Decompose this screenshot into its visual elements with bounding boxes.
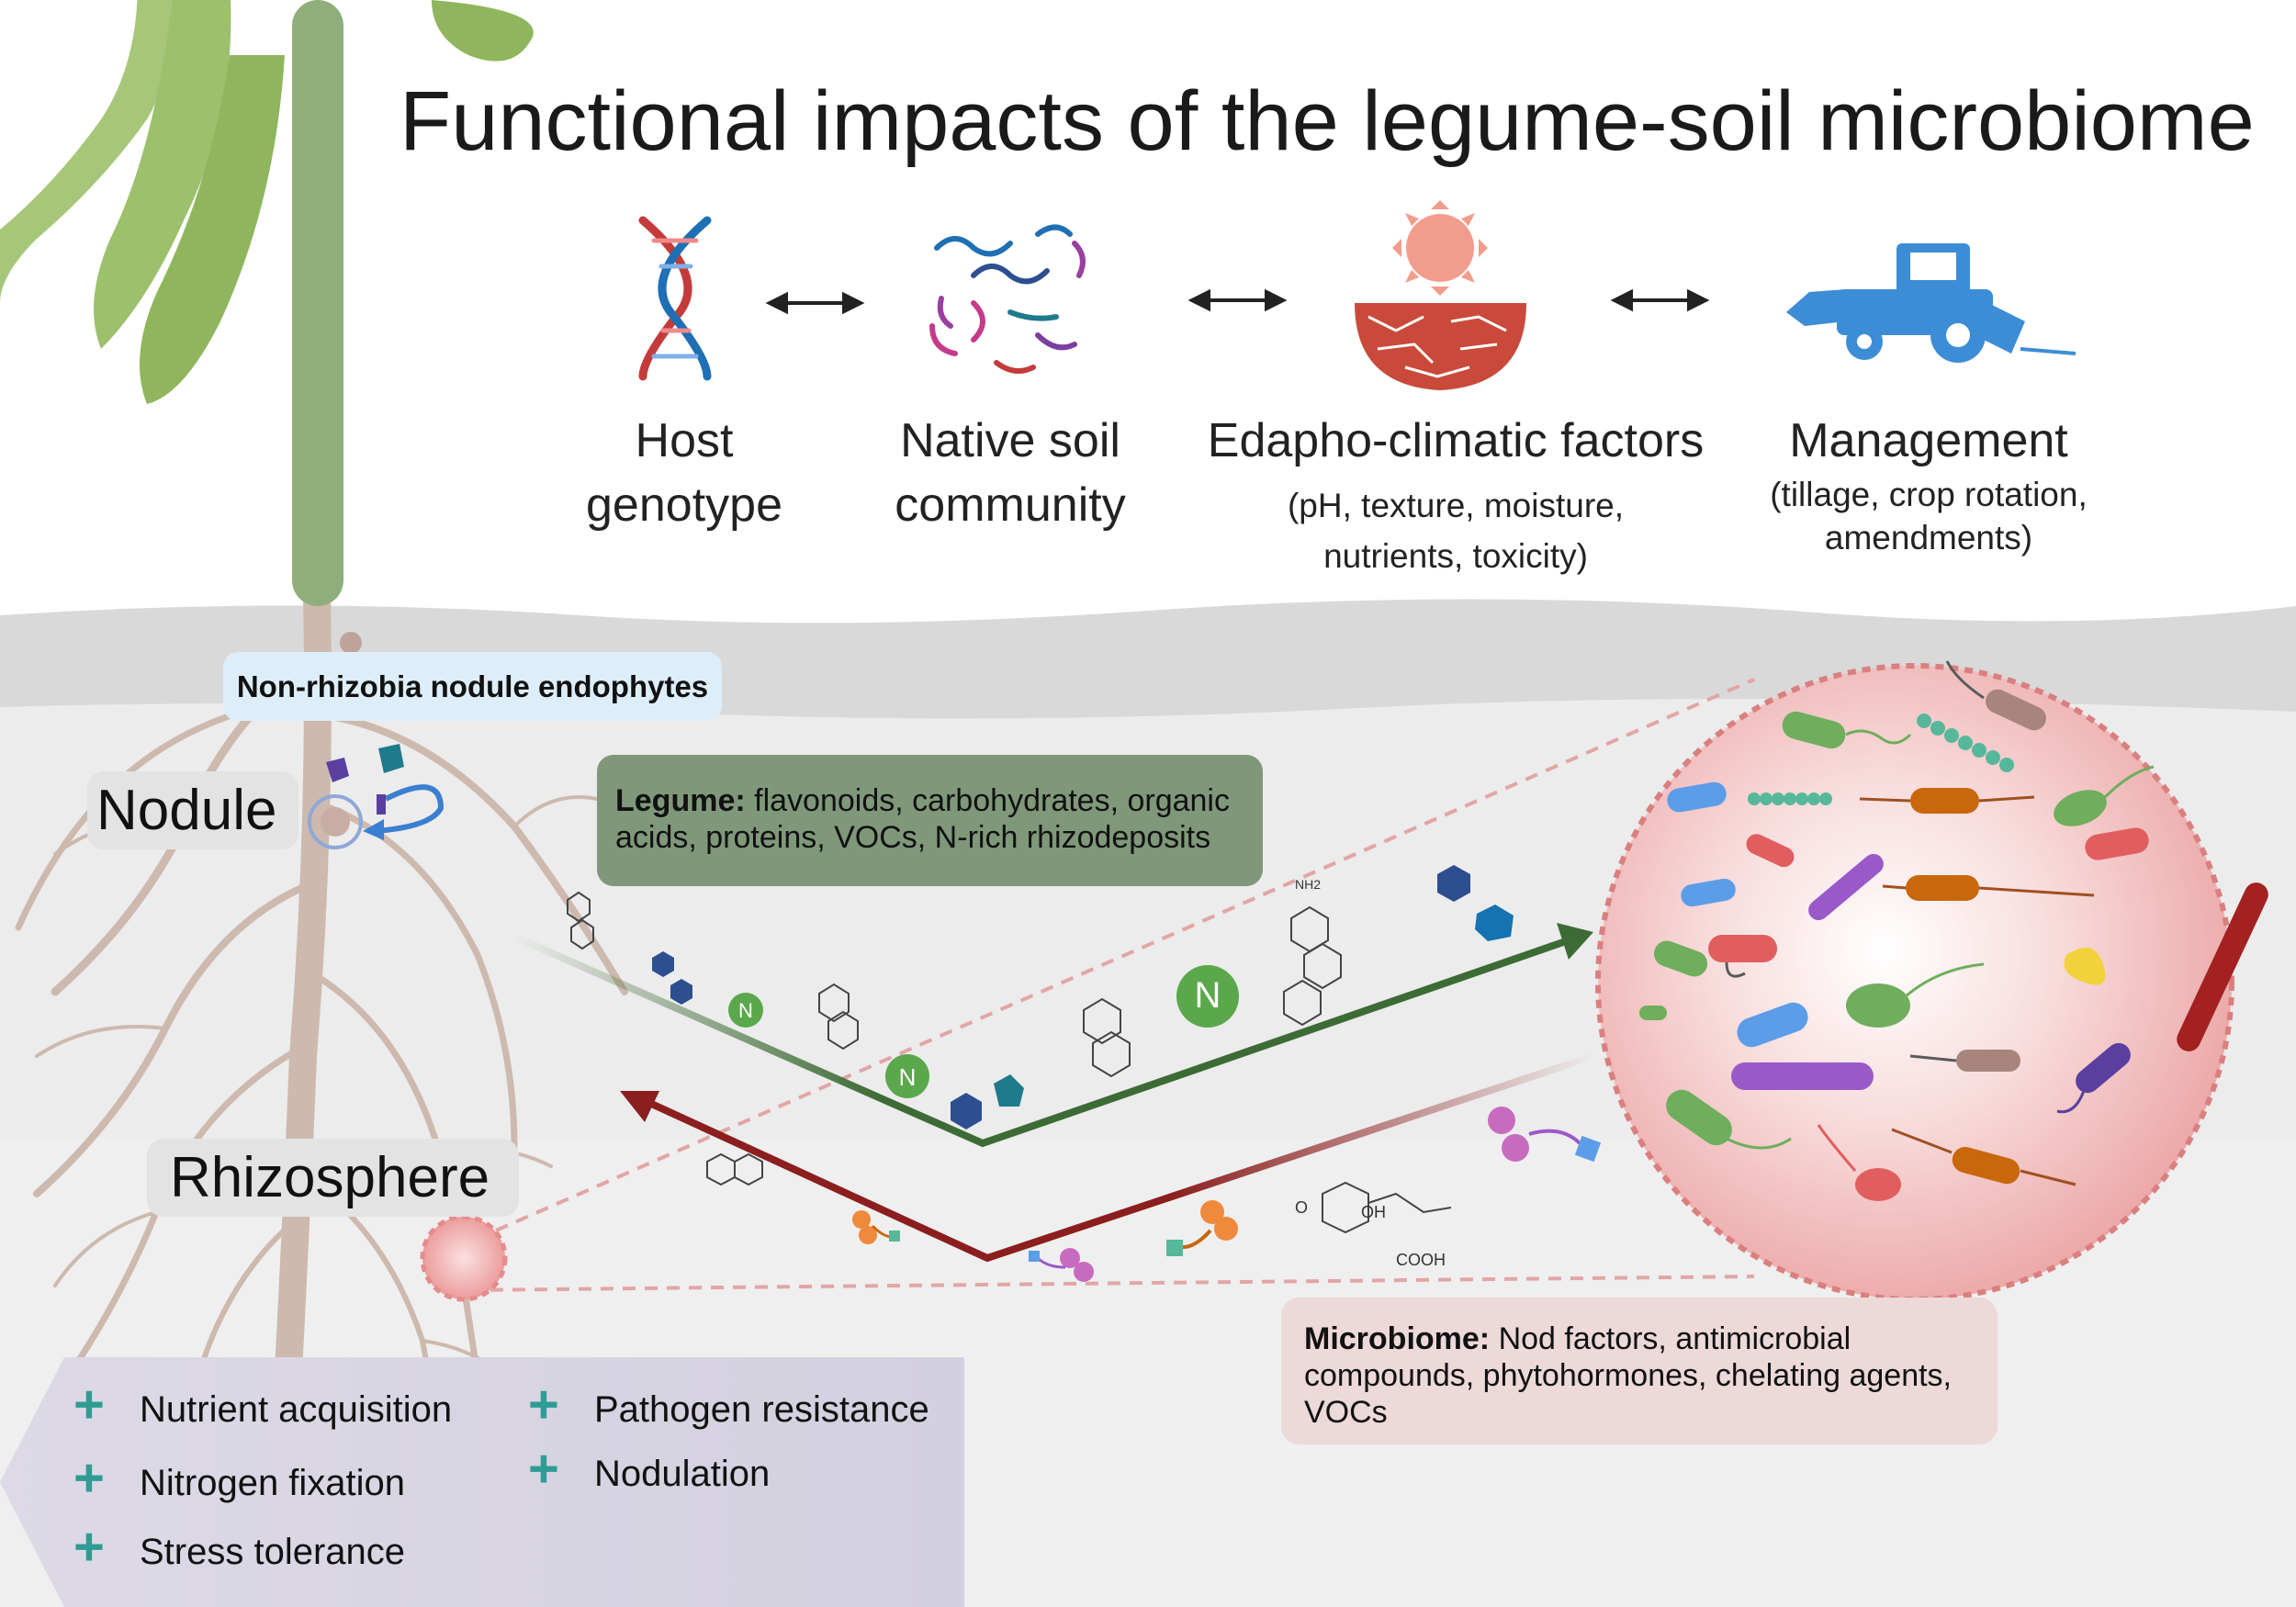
endophytes-label: Non-rhizobia nodule endophytes	[223, 652, 722, 721]
molecule-nh2-label: NH2	[1295, 877, 1322, 892]
dna-icon	[638, 216, 712, 381]
tractor-icon	[1786, 243, 2077, 363]
sun-soil-icon	[1355, 200, 1526, 390]
factor-label-line1: Host	[635, 414, 734, 467]
plus-icon: +	[73, 1517, 105, 1577]
nitrogen-label: N	[898, 1063, 917, 1091]
benefit-label: Nitrogen fixation	[140, 1463, 406, 1503]
legume-exudate-arrow	[512, 923, 1593, 1148]
molecule-cooh-label: COOH	[1396, 1251, 1446, 1269]
factor-label-sub2: amendments)	[1824, 519, 2033, 556]
benefits-panel	[0, 1357, 964, 1607]
nitrogen-label: N	[1194, 975, 1221, 1016]
legume-exudates-box: Legume: flavonoids, carbohydrates, organ…	[597, 755, 1263, 886]
factor-management: Management (tillage, crop rotation, amen…	[1750, 409, 2108, 559]
factor-label-line1: Native soil	[900, 414, 1120, 467]
rhizosphere-sample-circle	[420, 1214, 508, 1302]
factor-label-main: Management	[1789, 414, 2068, 467]
plus-icon: +	[73, 1375, 105, 1434]
benefit-label: Nodulation	[594, 1454, 771, 1494]
legume-plant	[0, 0, 534, 654]
plus-icon: +	[73, 1448, 105, 1508]
legume-box-text: flavonoids, carbohydrates, organic acids…	[615, 783, 1230, 855]
legume-molecules	[567, 865, 1514, 1129]
molecule-o-label: O	[1295, 1198, 1309, 1217]
factor-label-sub1: (pH, texture, moisture,	[1287, 487, 1624, 524]
nodule-marker	[308, 744, 445, 849]
microbiome-box-text: Nod factors, antimicrobial compounds, ph…	[1304, 1321, 1953, 1430]
zoom-connectors	[467, 678, 1755, 1292]
benefit-label: Nutrient acquisition	[140, 1389, 453, 1430]
plus-icon: +	[528, 1375, 559, 1434]
factor-label-main: Edapho-climatic factors	[1207, 414, 1705, 467]
factor-host-genotype: Host genotype	[551, 409, 817, 537]
rhizosphere-label: Rhizosphere	[147, 1139, 519, 1217]
microbiome-signal-arrow	[620, 1052, 1595, 1263]
factor-label-sub1: (tillage, crop rotation,	[1770, 476, 2088, 513]
factor-label-sub2: nutrients, toxicity)	[1323, 537, 1588, 575]
plus-icon: +	[528, 1439, 559, 1499]
benefit-label: Stress tolerance	[140, 1532, 406, 1572]
nodule-label: Nodule	[87, 771, 298, 849]
page-title: Functional impacts of the legume-soil mi…	[400, 74, 2255, 168]
benefit-label: Pathogen resistance	[594, 1389, 929, 1430]
factor-arrows	[765, 288, 1710, 315]
microbiome-box-heading: Microbiome:	[1304, 1321, 1491, 1356]
legume-box-heading: Legume:	[615, 783, 746, 818]
factor-edapho-climatic: Edapho-climatic factors (pH, texture, mo…	[1185, 409, 1727, 581]
factor-native-soil-community: Native soil community	[863, 409, 1157, 537]
factor-label-line2: genotype	[586, 478, 782, 532]
molecule-oh-label: OH	[1361, 1203, 1386, 1221]
nitrogen-label: N	[738, 999, 753, 1022]
factor-label-line2: community	[895, 478, 1126, 532]
microbiome-signals-box: Microbiome: Nod factors, antimicrobial c…	[1281, 1298, 1998, 1444]
microbes-icon	[929, 224, 1086, 374]
microbiome-zoom	[1595, 660, 2268, 1302]
microbiome-molecules	[706, 1107, 1602, 1282]
